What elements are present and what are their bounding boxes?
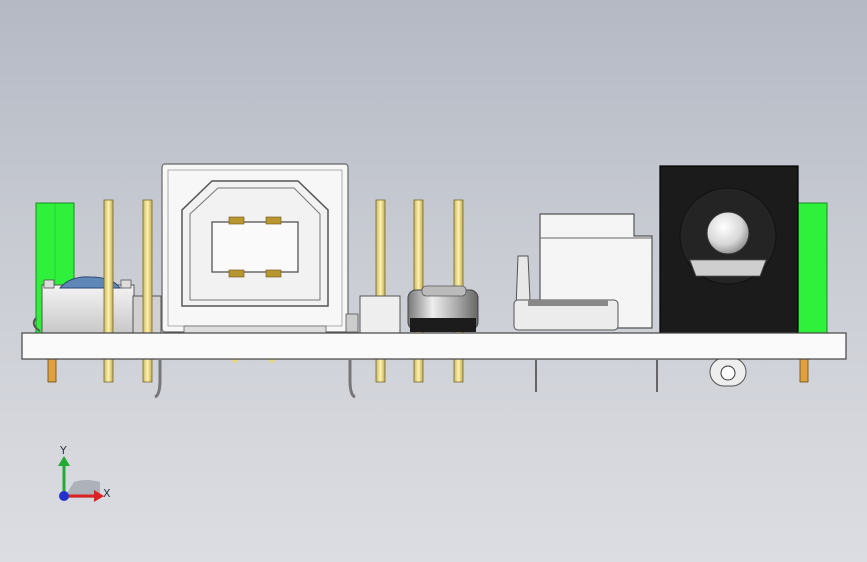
usb-b-connector xyxy=(154,163,356,399)
dc-barrel-jack xyxy=(659,165,799,387)
tactile-switch xyxy=(32,276,162,334)
green-header-right xyxy=(795,202,828,334)
electrolytic-capacitor xyxy=(407,285,479,332)
x-axis-label: X xyxy=(103,487,111,500)
coordinate-triad: Y X xyxy=(58,444,111,502)
microsd-socket xyxy=(513,213,658,392)
smd-block xyxy=(345,295,401,334)
pcb-board xyxy=(21,332,847,360)
y-axis-label: Y xyxy=(59,444,67,457)
